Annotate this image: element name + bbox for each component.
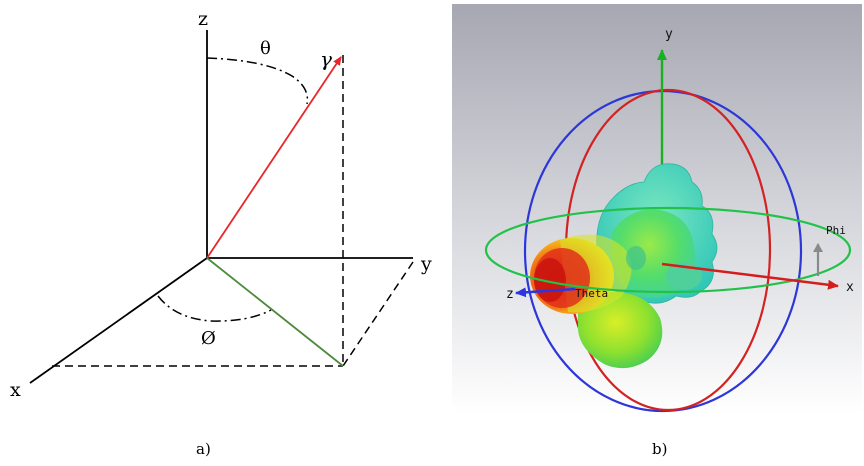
theta-label: θ <box>260 38 271 59</box>
x-axis-label-3d: x <box>846 280 854 295</box>
x-axis-line <box>29 257 208 384</box>
y-axis-label: y <box>420 253 432 275</box>
z-axis-label-3d: z <box>506 287 514 302</box>
theta-label-3d: Theta <box>575 287 608 300</box>
side-lobe-left <box>626 246 646 270</box>
caption-a: a) <box>196 440 211 458</box>
projection-vector <box>206 257 344 367</box>
theta-arc <box>206 57 309 105</box>
lower-lobe <box>578 291 663 369</box>
caption-b: b) <box>652 440 668 458</box>
x-axis-label: x <box>10 379 21 401</box>
phi-label-3d: Phi <box>826 224 846 237</box>
phi-arc <box>157 295 272 322</box>
ring-green <box>484 206 852 294</box>
x-axis-arrow <box>661 262 839 290</box>
radius-vector <box>206 56 342 259</box>
gamma-label: γ <box>320 47 332 71</box>
radiation-pattern-3d: y x z Theta Phi <box>452 4 862 414</box>
spherical-coordinates-diagram: z y x θ Ø γ <box>10 8 432 401</box>
phi-label: Ø <box>201 328 216 349</box>
y-axis-label-3d: y <box>665 27 673 42</box>
z-axis-label: z <box>198 8 208 30</box>
radiation-lobes <box>530 163 718 369</box>
z-axis-arrow <box>515 287 576 298</box>
dashed-y-offset-line <box>342 261 414 367</box>
